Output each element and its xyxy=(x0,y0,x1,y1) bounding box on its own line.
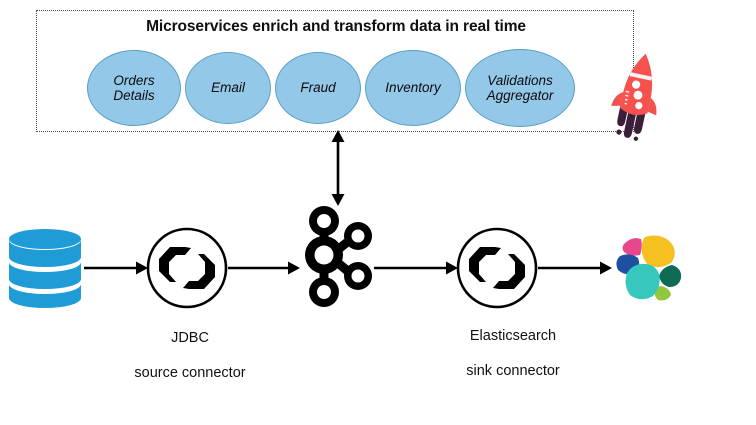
elasticsearch-connector-label: Elasticsearch sink connector xyxy=(413,310,613,398)
jdbc-connector-label: JDBC source connector xyxy=(100,312,280,400)
apache-kafka-icon xyxy=(305,206,372,307)
kafka-connect-connector-icon-sink xyxy=(456,227,538,309)
arrow-kafka-to-sink xyxy=(374,261,458,275)
database-cylinder-icon xyxy=(9,229,81,308)
elastic-logo-icon xyxy=(616,235,682,301)
es-label-line1: Elasticsearch xyxy=(469,327,557,344)
kafka-connect-connector-icon-source xyxy=(146,227,228,309)
microservice-label: Fraud xyxy=(300,80,336,96)
arrow-kafka-to-microservices xyxy=(331,130,345,206)
rocket-icon xyxy=(611,53,657,141)
arrow-sink-to-elastic xyxy=(538,261,612,275)
microservice-ellipse-orders-details[interactable]: Orders Details xyxy=(87,50,181,126)
es-label-line2: sink connector xyxy=(466,363,560,380)
microservice-label: Validations Aggregator xyxy=(486,72,554,103)
microservices-list: Orders Details Email Fraud Inventory Validat… xyxy=(37,49,635,127)
microservice-ellipse-inventory[interactable]: Inventory xyxy=(365,50,461,126)
microservices-panel-title: Microservices enrich and transform data … xyxy=(146,18,526,35)
microservice-label: Email xyxy=(211,80,245,96)
microservice-ellipse-fraud[interactable]: Fraud xyxy=(275,52,361,124)
microservice-label: Orders Details xyxy=(113,72,155,103)
jdbc-label-line2: source connector xyxy=(134,365,246,382)
microservice-ellipse-validations-aggregator[interactable]: Validations Aggregator xyxy=(465,49,575,127)
jdbc-label-line1: JDBC xyxy=(171,329,209,346)
arrow-jdbc-to-kafka xyxy=(228,261,300,275)
microservice-ellipse-email[interactable]: Email xyxy=(185,52,271,124)
microservices-panel: Microservices enrich and transform data … xyxy=(36,10,657,141)
microservice-label: Inventory xyxy=(385,80,441,96)
arrow-db-to-jdbc xyxy=(84,261,148,275)
